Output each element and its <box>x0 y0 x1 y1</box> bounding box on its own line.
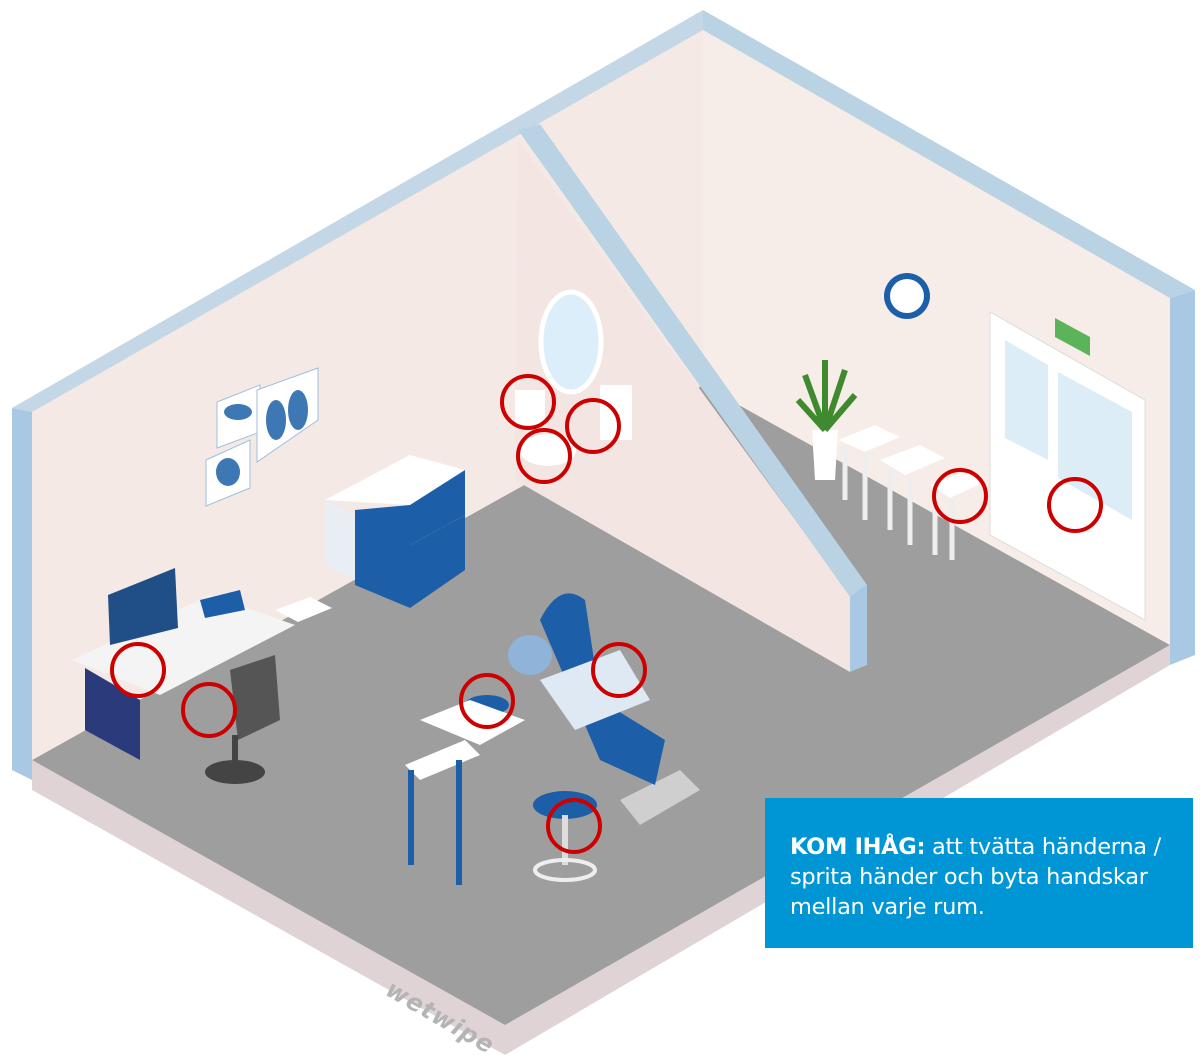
left-wall-cap <box>12 10 703 412</box>
drawer-cabinet <box>325 455 465 608</box>
highlight-side-table <box>932 468 988 524</box>
partition-end <box>850 585 867 672</box>
highlight-dental-tray <box>459 673 515 729</box>
plant <box>795 360 858 480</box>
highlight-dental-stool <box>546 798 602 854</box>
desk <box>72 568 295 760</box>
anatomy-posters <box>205 367 319 507</box>
soap-dispenser <box>515 390 545 425</box>
left-wall-end <box>12 408 32 780</box>
partition-wall <box>515 140 850 672</box>
right-wall-cap <box>703 10 1195 298</box>
highlight-soap-dispenser <box>500 374 556 430</box>
reminder-heading: KOM IHÅG: <box>790 834 926 860</box>
highlight-office-chair <box>181 682 237 738</box>
sink <box>520 434 576 466</box>
waiting-tables <box>838 425 985 560</box>
mirror <box>538 289 604 395</box>
office-chair <box>205 655 280 784</box>
highlight-faucet <box>565 398 621 454</box>
dental-chair <box>540 593 700 825</box>
highlight-sink <box>516 428 572 484</box>
floor-base <box>32 645 1170 1055</box>
side-table <box>275 597 332 622</box>
highlight-door-handle <box>1047 477 1103 533</box>
highlight-circles <box>110 374 1103 854</box>
partition-cap <box>518 124 867 597</box>
dental-stool <box>533 791 597 882</box>
reminder-box: KOM IHÅG: att tvätta händerna / sprita h… <box>765 798 1193 948</box>
highlight-dental-chair <box>591 642 647 698</box>
highlight-desk <box>110 642 166 698</box>
exit-sign <box>1055 318 1090 356</box>
reminder-text: att tvätta händerna / sprita händer och … <box>790 834 1161 920</box>
double-door <box>989 311 1146 621</box>
right-wall-end <box>1170 290 1195 665</box>
